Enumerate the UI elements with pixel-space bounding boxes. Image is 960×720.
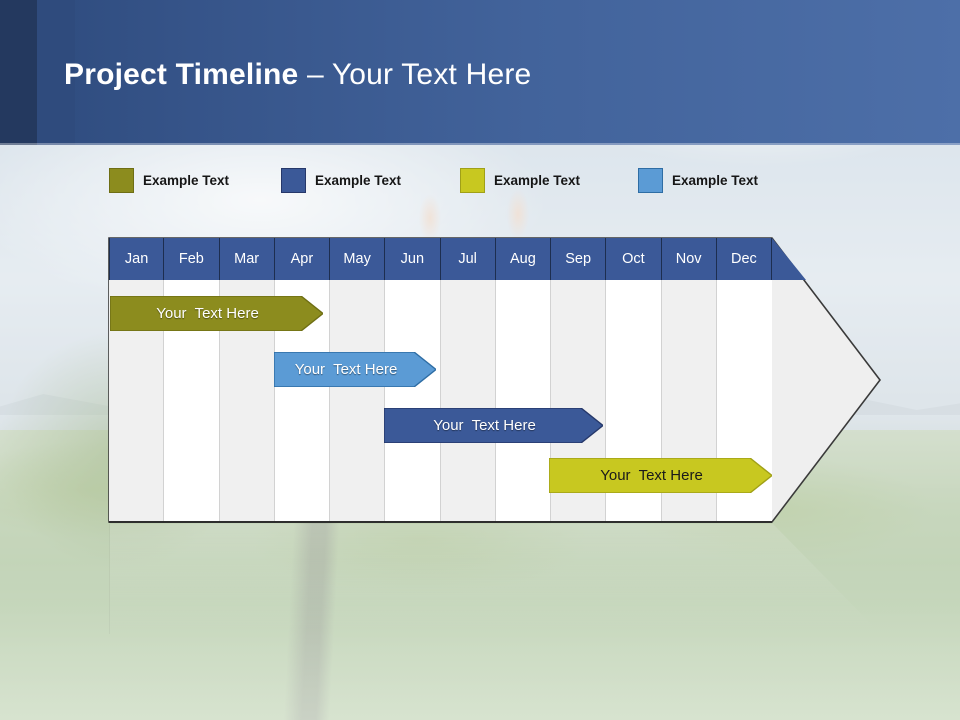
task-bar-outline-icon-1 <box>110 296 323 331</box>
header-band-dark <box>0 0 37 145</box>
page-title-bold: Project Timeline <box>64 58 299 91</box>
grid-column-feb <box>164 238 220 522</box>
month-header-mar[interactable]: Mar <box>219 238 275 280</box>
grid-column-mar <box>219 238 275 522</box>
chart-reflection-shape <box>110 524 881 634</box>
header-band-mid <box>37 0 75 145</box>
month-header-may[interactable]: May <box>330 238 386 280</box>
task-bar-shape-2 <box>274 352 436 387</box>
month-header-nov[interactable]: Nov <box>661 238 717 280</box>
page-title-separator: – <box>298 58 332 91</box>
task-bar-outline-icon-3 <box>384 408 603 443</box>
task-bar-2[interactable]: Your Text Here <box>274 352 436 387</box>
legend-item-4[interactable]: Example Text <box>638 168 758 193</box>
task-bar-shape-3 <box>384 408 603 443</box>
task-bar-label-4: Your Text Here <box>600 467 703 484</box>
legend-swatch-4 <box>638 168 663 193</box>
legend-item-2[interactable]: Example Text <box>281 168 401 193</box>
task-bar-4[interactable]: Your Text Here <box>549 458 772 493</box>
legend-swatch-3 <box>460 168 485 193</box>
legend-label-2: Example Text <box>315 173 402 188</box>
task-bar-1[interactable]: Your Text Here <box>110 296 323 331</box>
task-bar-shape-1 <box>110 296 323 331</box>
month-header-jul[interactable]: Jul <box>440 238 496 280</box>
task-bar-label-2: Your Text Here <box>294 361 398 378</box>
page-title-light: Your Text Here <box>331 58 532 91</box>
task-bar-label-3: Your Text Here <box>433 417 536 434</box>
task-bar-outline-icon-4 <box>549 458 772 493</box>
month-header-sep[interactable]: Sep <box>551 238 607 280</box>
month-header-apr[interactable]: Apr <box>274 238 330 280</box>
month-header-dec[interactable]: Dec <box>716 238 772 280</box>
month-header-aug[interactable]: Aug <box>495 238 551 280</box>
task-bar-outline-icon-2 <box>274 352 436 387</box>
task-bar-3[interactable]: Your Text Here <box>384 408 603 443</box>
photo-bottom-fade <box>0 560 960 720</box>
task-bar-shape-4 <box>549 458 772 493</box>
legend-label-4: Example Text <box>672 173 759 188</box>
grid-column-jul <box>440 238 496 522</box>
legend-item-3[interactable]: Example Text <box>460 168 580 193</box>
task-bar-label-1: Your Text Here <box>156 305 259 322</box>
chart-reflection <box>109 524 881 634</box>
legend-label-1: Example Text <box>143 173 230 188</box>
chart-bottom-border <box>109 521 772 523</box>
grid-column-aug <box>495 238 551 522</box>
header-banner: Project Timeline – Your Text Here <box>0 0 960 145</box>
legend-swatch-1 <box>109 168 134 193</box>
header-bottom-edge <box>0 143 960 145</box>
legend-item-1[interactable]: Example Text <box>109 168 229 193</box>
page-title: Project Timeline – Your Text Here <box>64 58 531 92</box>
month-header-jun[interactable]: Jun <box>385 238 441 280</box>
month-header-jan[interactable]: Jan <box>109 238 165 280</box>
legend-swatch-2 <box>281 168 306 193</box>
legend-label-3: Example Text <box>494 173 581 188</box>
grid-column-jan <box>109 238 165 522</box>
month-header-feb[interactable]: Feb <box>164 238 220 280</box>
month-header-oct[interactable]: Oct <box>606 238 662 280</box>
